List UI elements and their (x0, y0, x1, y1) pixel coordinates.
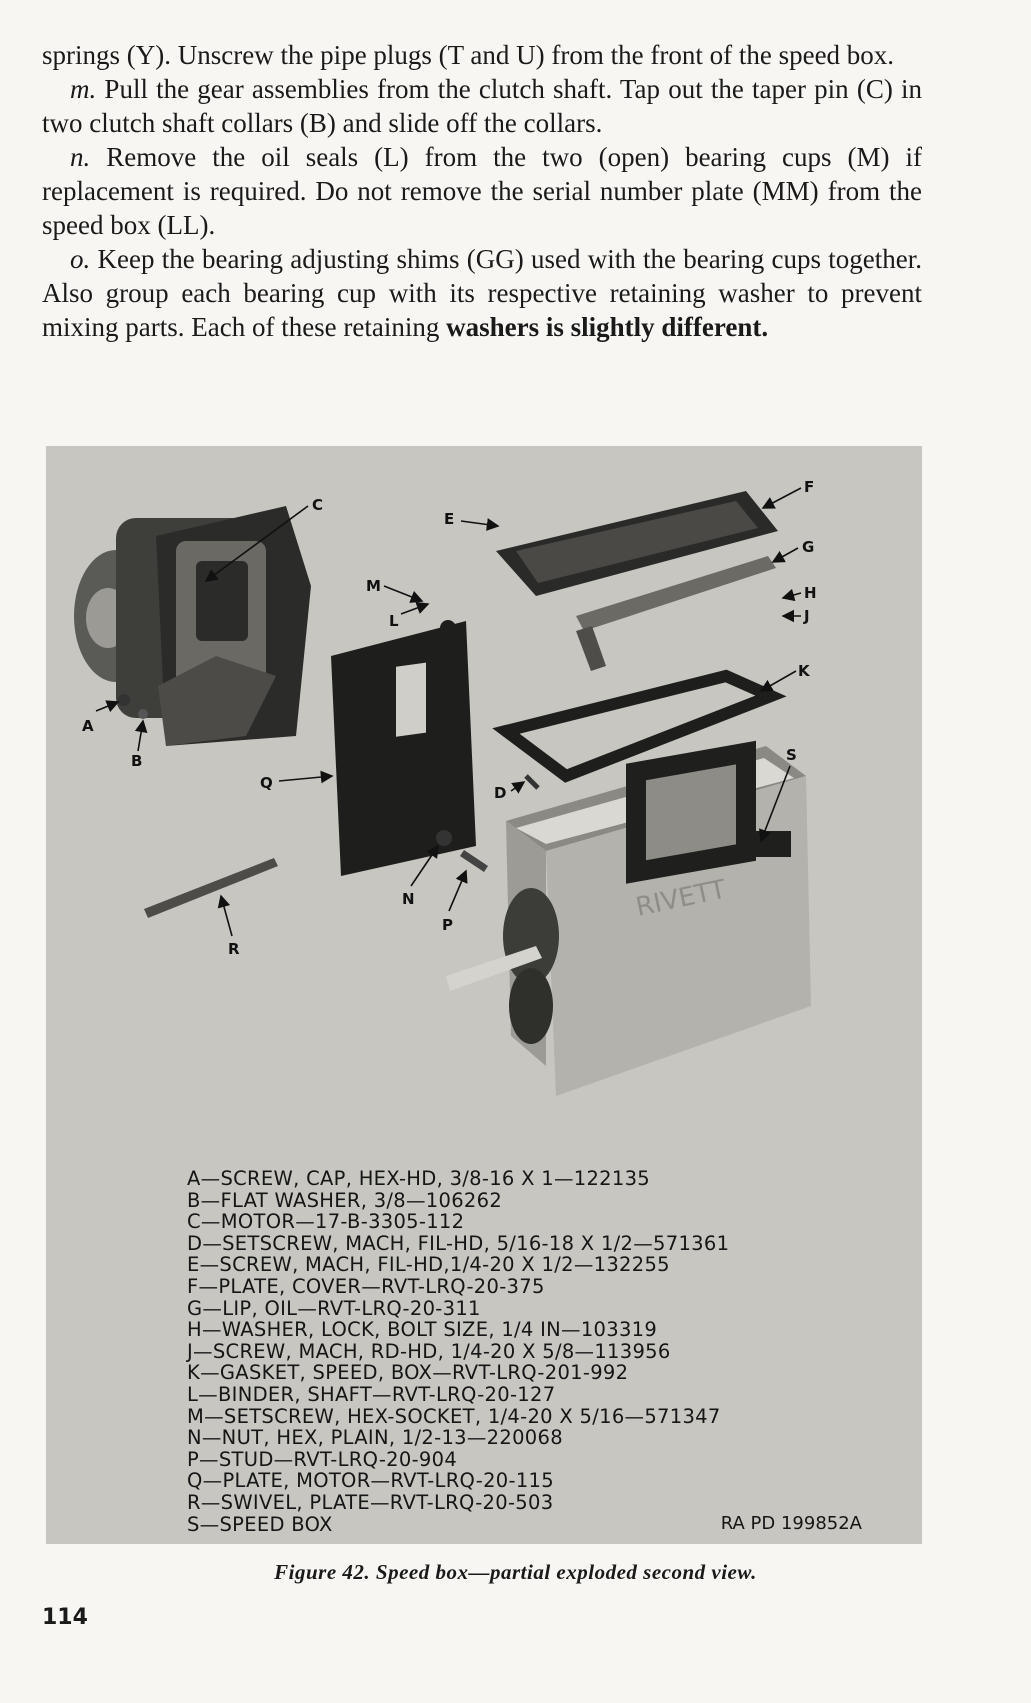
motor-part (74, 506, 311, 746)
parts-legend: A—SCREW, CAP, HEX-HD, 3/8-16 X 1—122135 … (187, 1168, 887, 1535)
legend-item: E—SCREW, MACH, FIL-HD,1/4-20 X 1/2—13225… (187, 1253, 670, 1277)
figure-reference-number: RA PD 199852A (720, 1513, 862, 1534)
exploded-view-illustration: RIVETT (74, 478, 817, 1096)
cover-plate-part (496, 491, 778, 596)
paragraph-o: o. Keep the bearing adjusting shims (GG)… (42, 244, 922, 342)
legend-item: S—SPEED BOX (187, 1512, 333, 1536)
legend-item: L—BINDER, SHAFT—RVT-LRQ-20-127 (187, 1382, 556, 1406)
callout-Q: Q (260, 774, 273, 792)
callout-M: M (366, 577, 381, 595)
gasket-part (492, 669, 787, 783)
legend-item: J—SCREW, MACH, RD-HD, 1/4-20 X 5/8—11395… (187, 1339, 671, 1363)
callout-F: F (804, 478, 814, 496)
page-number: 114 (42, 1605, 88, 1630)
legend-item: G—LIP, OIL—RVT-LRQ-20-311 (187, 1296, 481, 1320)
oil-lip-part (576, 556, 776, 671)
callout-E: E (444, 510, 454, 528)
callout-S: S (786, 746, 797, 764)
callout-P: P (442, 916, 453, 934)
legend-item: H—WASHER, LOCK, BOLT SIZE, 1/4 IN—103319 (187, 1318, 658, 1342)
legend-item: C—MOTOR—17-B-3305-112 (187, 1210, 465, 1234)
legend-item: Q—PLATE, MOTOR—RVT-LRQ-20-115 (187, 1469, 554, 1493)
callout-G: G (802, 538, 814, 556)
legend-item: F—PLATE, COVER—RVT-LRQ-20-375 (187, 1274, 545, 1298)
leader-lines (95, 487, 802, 937)
screw-A-and-washer-B (118, 694, 148, 719)
motor-plate-part (331, 620, 476, 876)
paragraph-m: m. Pull the gear assemblies from the clu… (42, 74, 922, 138)
legend-item: N—NUT, HEX, PLAIN, 1/2-13—220068 (187, 1426, 563, 1450)
legend-item: K—GASKET, SPEED, BOX—RVT-LRQ-201-992 (187, 1361, 629, 1385)
callout-C: C (312, 496, 323, 514)
exploded-view-figure: RIVETT (46, 446, 922, 1544)
legend-item: P—STUD—RVT-LRQ-20-904 (187, 1447, 458, 1471)
callout-R: R (228, 940, 240, 958)
body-text: springs (Y). Unscrew the pipe plugs (T a… (42, 38, 922, 344)
paragraph-n: n. Remove the oil seals (L) from the two… (42, 142, 923, 240)
paragraph-continued: springs (Y). Unscrew the pipe plugs (T a… (42, 40, 895, 70)
callout-N: N (402, 890, 415, 908)
legend-item: B—FLAT WASHER, 3/8—106262 (187, 1188, 503, 1212)
callout-H: H (804, 584, 817, 602)
speed-box-part: RIVETT (446, 740, 811, 1096)
figure-caption: Figure 42. Speed box—partial exploded se… (274, 1560, 757, 1584)
legend-item: M—SETSCREW, HEX-SOCKET, 1/4-20 X 5/16—57… (187, 1404, 721, 1428)
legend-item: A—SCREW, CAP, HEX-HD, 3/8-16 X 1—122135 (187, 1167, 651, 1190)
callout-A: A (82, 717, 94, 735)
setscrew-D-part (524, 774, 540, 790)
callout-K: K (798, 662, 811, 680)
callout-B: B (131, 752, 142, 770)
legend-item: D—SETSCREW, MACH, FIL-HD, 5/16-18 X 1/2—… (187, 1231, 730, 1255)
swivel-plate-part (144, 858, 278, 918)
callout-L: L (389, 612, 399, 630)
callout-J: J (803, 607, 810, 625)
callout-D: D (494, 784, 506, 802)
nut-and-stud-parts (436, 830, 488, 872)
legend-item: R—SWIVEL, PLATE—RVT-LRQ-20-503 (187, 1490, 554, 1514)
callout-labels: C E F G H J K M L A B Q D N P R S (82, 478, 817, 958)
